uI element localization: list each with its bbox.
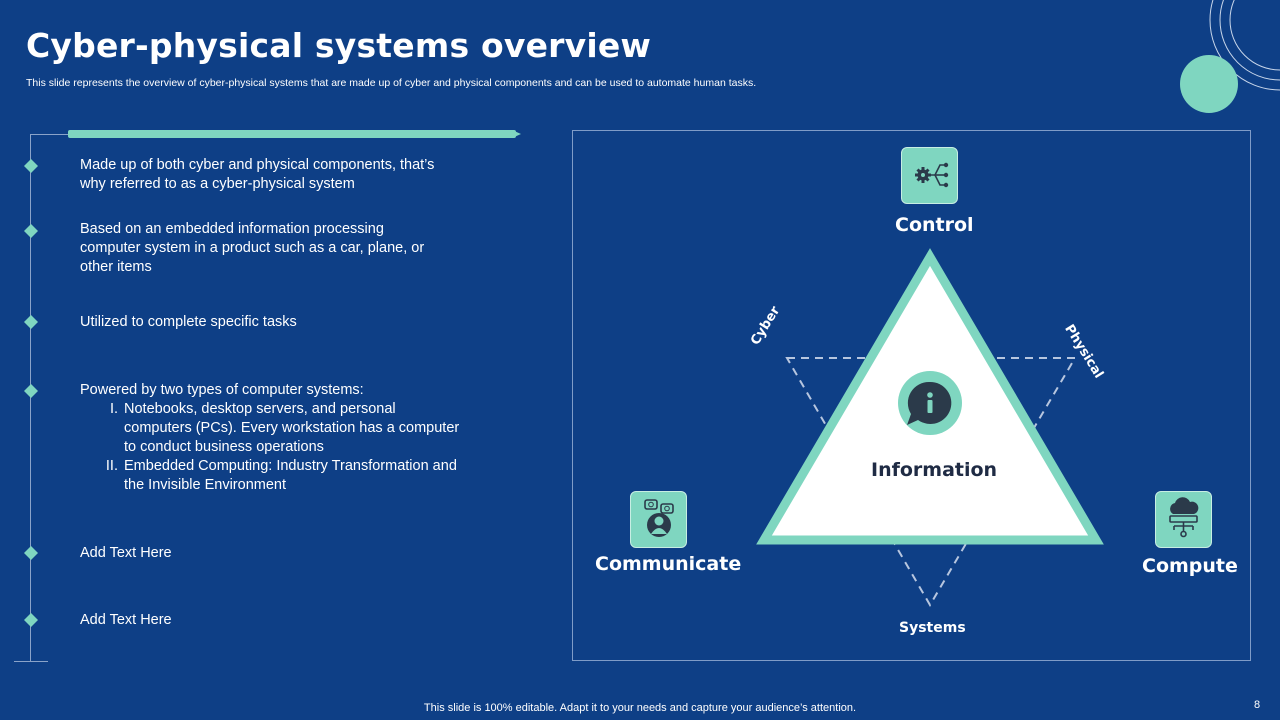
point-group: Powered by two types of computer systems… (80, 381, 480, 495)
point-text: Made up of both cyber and physical compo… (80, 157, 435, 192)
node-label-control: Control (895, 214, 974, 236)
point-text: Powered by two types of computer systems… (80, 382, 364, 398)
gear-network-icon (915, 162, 949, 188)
point-text: Add Text Here (80, 545, 172, 561)
edge-label-systems: Systems (899, 620, 966, 636)
timeline-top-tick (30, 134, 68, 135)
control-icon-box (901, 147, 958, 204)
point-text: Add Text Here (80, 612, 172, 628)
cloud-network-icon (1169, 497, 1199, 538)
user-chat-icon (644, 499, 674, 537)
page-title: Cyber-physical systems overview (26, 26, 652, 65)
diamond-bullet-icon (24, 224, 38, 238)
diamond-bullet-icon (24, 315, 38, 329)
accent-bar (68, 130, 516, 138)
sub-list-text: Embedded Computing: Industry Transformat… (124, 458, 457, 493)
sub-list-number: I. (109, 401, 118, 417)
footer-note: This slide is 100% editable. Adapt it to… (423, 702, 857, 714)
diamond-bullet-icon (24, 384, 38, 398)
page-subtitle: This slide represents the overview of cy… (26, 77, 757, 89)
node-label-compute: Compute (1142, 555, 1238, 577)
communicate-icon-box (630, 491, 687, 548)
sub-list-item: I. Notebooks, desktop servers, and perso… (80, 400, 480, 457)
info-bubble-icon (898, 371, 962, 435)
compute-icon-box (1155, 491, 1212, 548)
sub-list: I. Notebooks, desktop servers, and perso… (80, 400, 480, 495)
node-label-information: Information (871, 459, 998, 481)
triangle-diagram (756, 248, 1104, 607)
sub-list-text: Notebooks, desktop servers, and personal… (124, 401, 460, 455)
decorative-circles (1180, 0, 1280, 113)
diamond-bullet-icon (24, 613, 38, 627)
node-label-communicate: Communicate (595, 553, 742, 575)
sub-list-item: II. Embedded Computing: Industry Transfo… (80, 457, 480, 495)
accent-bar-tip (512, 130, 521, 138)
diagram-panel (572, 130, 1251, 661)
diamond-bullet-icon (24, 546, 38, 560)
timeline-bottom-tick (14, 661, 48, 662)
point-text: Based on an embedded information process… (80, 221, 425, 275)
timeline-line (30, 134, 31, 662)
sub-list-number: II. (105, 458, 118, 474)
point-text: Utilized to complete specific tasks (80, 314, 297, 330)
diamond-bullet-icon (24, 159, 38, 173)
page-number: 8 (1254, 699, 1261, 711)
